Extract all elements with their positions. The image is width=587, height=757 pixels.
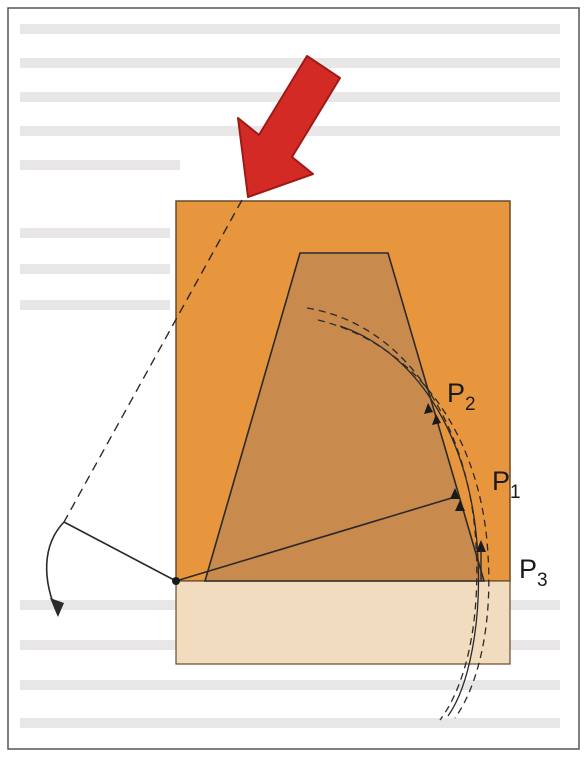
solid-arc <box>339 325 480 717</box>
base-slab <box>175 580 511 665</box>
figure-frame <box>7 7 580 750</box>
curved-arrow-icon <box>45 521 65 617</box>
arrowhead-p1-b <box>455 500 465 511</box>
big-red-arrow-icon <box>237 55 341 198</box>
pivot-point <box>172 577 180 585</box>
arrowhead-p2-a <box>424 403 433 414</box>
line-pivot-to-p1 <box>175 496 456 582</box>
line-pivot-to-corner <box>63 521 177 582</box>
pivot-lines <box>63 496 456 582</box>
dashed-rotation-line <box>63 199 243 523</box>
dashed-arc-inner <box>306 307 478 721</box>
arrowhead-p2-b <box>432 414 441 425</box>
arrowhead-p3 <box>476 540 486 552</box>
label-p2: P2 <box>447 378 476 415</box>
trapezoid-shape <box>203 252 486 582</box>
dashed-arc-outer <box>317 319 490 719</box>
arrowhead-p1-a <box>450 488 460 499</box>
label-p3: P3 <box>519 554 548 591</box>
arc-arrowheads <box>424 403 486 552</box>
label-p1: P1 <box>492 466 521 503</box>
arc-curves <box>306 307 490 721</box>
